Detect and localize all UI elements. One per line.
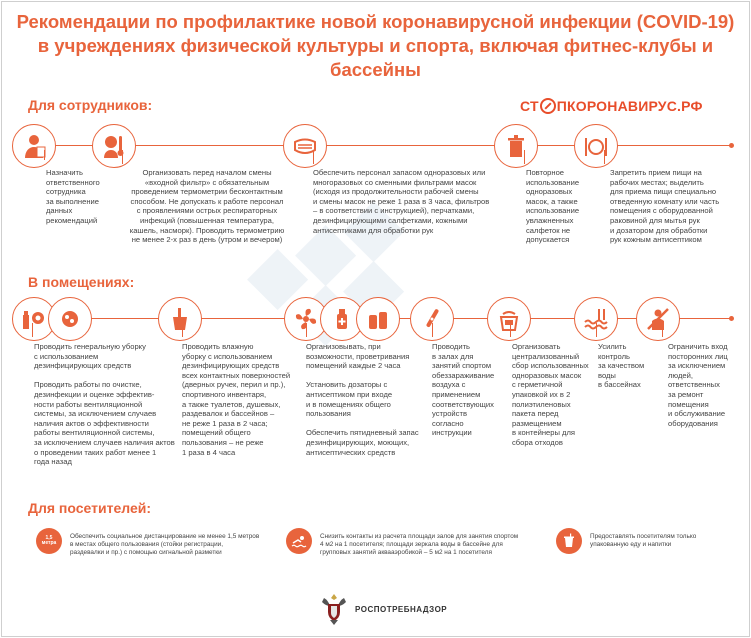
agency-name: РОСПОТРЕБНАДЗОР <box>355 605 448 614</box>
watermark-arrow-pattern <box>247 201 405 347</box>
connector <box>662 323 663 337</box>
premises-item-2-text: Проводить влажную уборку с использование… <box>182 342 291 457</box>
title-line-2: в учреждениях физической культуры и спор… <box>37 35 714 80</box>
mask-bag-icon <box>487 297 531 341</box>
premises-item-1-text: Проводить генеральную уборку с использов… <box>34 342 175 467</box>
page-title: Рекомендации по профилактике новой корон… <box>0 10 751 82</box>
brand-text-start: СТ <box>520 98 539 114</box>
plate-cutlery-icon <box>574 124 618 168</box>
distance-1-5m-icon: 1,5 метра <box>36 528 62 554</box>
detergent-bottles-icon <box>356 297 400 341</box>
brand-text-end: ПКОРОНАВИРУС.РФ <box>556 98 703 114</box>
staff-item-2-text: Организовать перед началом смены «входно… <box>129 168 285 245</box>
brand-stopkoronavirus: СТ ПКОРОНАВИРУС.РФ <box>520 98 703 114</box>
premises-item-3-text: Организовывать, при возможности, проветр… <box>306 342 419 457</box>
pool-water-icon <box>574 297 618 341</box>
connector <box>122 150 123 164</box>
staff-item-3-text: Обеспечить персонал запасом одноразовых … <box>313 168 490 235</box>
visitors-item-3-text: Предоставлять посетителям только упакова… <box>590 533 697 549</box>
trash-bin-icon <box>494 124 538 168</box>
ventilation-disinfectant-icon <box>320 297 364 341</box>
staff-item-1-text: Назначить ответственного сотрудника за в… <box>46 168 100 225</box>
face-mask-icon <box>283 124 327 168</box>
person-document-icon <box>12 124 56 168</box>
connector <box>44 150 45 160</box>
staff-timeline <box>20 145 732 146</box>
title-line-1: Рекомендации по профилактике новой корон… <box>16 11 735 32</box>
visitors-item-1-text: Обеспечить социальное дистанцирование не… <box>70 533 260 557</box>
double-headed-eagle-emblem <box>322 594 346 625</box>
staff-item-4-text: Повторное использование одноразовых масо… <box>526 168 580 245</box>
packaged-drink-icon <box>556 528 582 554</box>
staff-item-5-text: Запретить прием пищи на рабочих местах; … <box>610 168 720 245</box>
premises-item-5-text: Организовать централизованный сбор испол… <box>512 342 589 447</box>
connector <box>182 323 183 337</box>
stop-sign-icon <box>539 98 556 114</box>
connector <box>604 150 605 164</box>
visitors-item-2-text: Снизить контакты из расчета площади зало… <box>320 533 519 557</box>
section-title-staff: Для сотрудников: <box>28 97 153 113</box>
distance-badge-text: 1,5 метра <box>41 534 57 546</box>
virus-icon <box>48 297 92 341</box>
section-title-premises: В помещениях: <box>28 274 135 290</box>
premises-item-7-text: Ограничить вход посторонних лиц за исклю… <box>668 342 728 428</box>
cleaning-bucket-icon <box>158 297 202 341</box>
timeline-dot <box>729 316 734 321</box>
spray-virus-icon <box>12 297 56 341</box>
premises-item-6-text: Усилить контроль за качеством воды в бас… <box>598 342 645 390</box>
connector <box>596 323 597 337</box>
section-title-visitors: Для посетителей: <box>28 500 152 516</box>
connector <box>306 323 307 337</box>
connector <box>524 150 525 164</box>
thermometer-cough-icon <box>92 124 136 168</box>
connector <box>432 323 433 337</box>
connector <box>510 323 511 337</box>
connector <box>313 150 314 164</box>
no-entry-person-icon <box>636 297 680 341</box>
connector <box>32 323 33 337</box>
timeline-dot <box>729 143 734 148</box>
premises-item-4-text: Проводить в залах для занятий спортом об… <box>432 342 495 438</box>
swimmer-icon <box>286 528 312 554</box>
